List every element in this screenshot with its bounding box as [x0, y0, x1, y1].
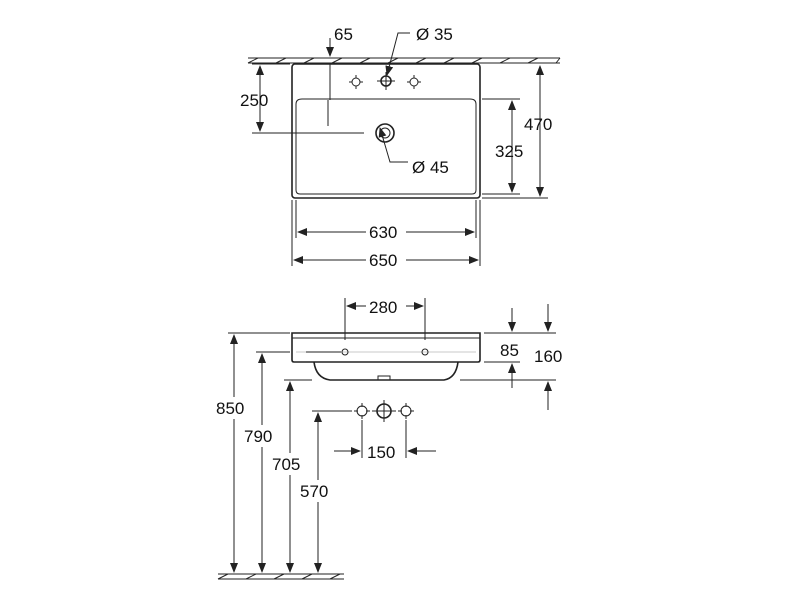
basin-outer-outline — [291, 63, 481, 199]
floor-strip — [217, 573, 344, 580]
dim-250-label: 250 — [240, 91, 268, 110]
dim-630-label: 630 — [369, 223, 397, 242]
dim-790-label: 790 — [244, 427, 272, 446]
pipe-connection-center-icon — [372, 400, 396, 422]
tap-hole-left-icon — [349, 75, 363, 89]
dim-850-label: 850 — [216, 399, 244, 418]
pipe-connection-right-icon — [398, 403, 414, 419]
dim-650: 650 — [293, 248, 479, 270]
drain-icon — [375, 123, 395, 143]
dim-tap-diameter: Ø 35 — [385, 25, 453, 76]
top-view: 65 Ø 35 Ø 45 250 325 — [240, 25, 561, 270]
dim-85: 85 — [500, 308, 519, 388]
pipe-connection-left-icon — [354, 403, 370, 419]
dim-630: 630 — [297, 220, 475, 242]
dim-570-label: 570 — [300, 482, 328, 501]
side-basin-rim — [291, 332, 481, 363]
dim-150-label: 150 — [367, 443, 395, 462]
side-view: 280 85 160 — [214, 296, 562, 580]
dim-65: 65 — [326, 25, 353, 100]
dim-650-label: 650 — [369, 251, 397, 270]
dim-570: 570 — [298, 412, 338, 573]
tap-hole-center-icon — [377, 72, 395, 90]
dim-705: 705 — [270, 381, 310, 573]
top-wall-strip — [247, 57, 561, 64]
dim-drain-diameter: Ø 45 — [378, 127, 449, 177]
dim-705-label: 705 — [272, 455, 300, 474]
dim-280-label: 280 — [369, 298, 397, 317]
side-tap-right-icon — [421, 348, 429, 356]
dim-280: 280 — [344, 296, 426, 340]
dim-160: 160 — [534, 304, 562, 410]
dim-tap-diameter-label: Ø 35 — [416, 25, 453, 44]
dim-85-label: 85 — [500, 341, 519, 360]
dim-325-label: 325 — [495, 142, 523, 161]
dim-160-label: 160 — [534, 347, 562, 366]
dim-150: 150 — [334, 420, 436, 462]
dim-790: 790 — [242, 353, 282, 573]
dim-850: 850 — [214, 334, 254, 573]
side-drain-outlet — [377, 375, 391, 381]
tap-hole-right-icon — [407, 75, 421, 89]
dim-325: 325 — [482, 98, 523, 195]
basin-bowl-edge — [295, 98, 477, 195]
dim-470-label: 470 — [524, 115, 552, 134]
dim-drain-diameter-label: Ø 45 — [412, 158, 449, 177]
side-basin-bowl — [313, 361, 459, 381]
side-tap-left-icon — [306, 348, 349, 356]
dim-470: 470 — [482, 65, 552, 199]
dim-250: 250 — [240, 65, 268, 132]
dim-65-label: 65 — [334, 25, 353, 44]
